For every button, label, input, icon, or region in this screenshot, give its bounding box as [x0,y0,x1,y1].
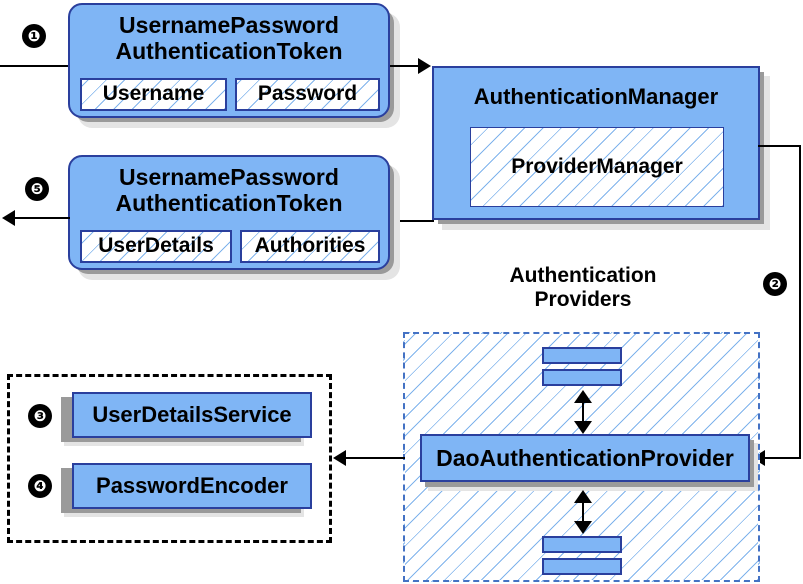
provider-placeholder-bar-bottom-1 [542,536,622,553]
response-token-title: UsernamePassword AuthenticationToken [70,164,388,217]
request-token-username-field[interactable]: Username [80,78,227,111]
outgoing-response-line [14,217,70,219]
manager-right-connector-vertical [799,145,801,458]
response-token-box[interactable]: UsernamePassword AuthenticationToken Use… [68,155,390,270]
step-marker-4: ❹ [28,474,52,498]
response-token-title-line1: UsernamePassword [119,164,339,190]
password-encoder-box[interactable]: PasswordEncoder [72,463,312,509]
request-token-password-field[interactable]: Password [235,78,380,111]
password-encoder-label: PasswordEncoder [96,473,288,499]
response-token-userdetails-field[interactable]: UserDetails [80,230,232,263]
response-token-userdetails-label: UserDetails [98,234,214,258]
request-token-title: UsernamePassword AuthenticationToken [70,12,388,65]
user-details-service-box[interactable]: UserDetailsService [72,392,312,438]
provider-link-arrow-bottom-up [574,490,592,503]
authentication-providers-caption: Authentication Providers [470,264,696,311]
step-marker-1: ❶ [22,24,46,48]
provider-placeholder-bar-top-1 [542,347,622,364]
manager-to-response-line [388,220,434,222]
request-token-title-line1: UsernamePassword [119,12,339,38]
user-details-service-label: UserDetailsService [92,402,292,428]
provider-link-arrow-top-down [574,421,592,434]
request-token-title-line2: AuthenticationToken [115,37,343,64]
token-to-manager-arrowhead [418,58,431,74]
provider-link-line-top [582,394,584,428]
provider-manager-box[interactable]: ProviderManager [470,127,724,207]
provider-to-services-arrowhead [333,450,346,466]
response-token-authorities-label: Authorities [254,234,366,258]
response-token-authorities-field[interactable]: Authorities [240,230,380,263]
provider-placeholder-bar-bottom-2 [542,558,622,575]
dao-provider-label: DaoAuthenticationProvider [436,444,734,471]
step-marker-2: ❷ [763,272,787,296]
outgoing-response-arrowhead [2,210,15,226]
dao-provider-box[interactable]: DaoAuthenticationProvider [420,434,750,482]
token-to-manager-line [390,65,420,67]
request-token-password-label: Password [257,82,358,106]
step-marker-5: ❺ [25,177,49,201]
authentication-providers-caption-line2: Providers [534,287,632,311]
response-token-title-line2: AuthenticationToken [115,189,343,216]
authentication-providers-caption-line1: Authentication [509,264,657,287]
step-marker-3: ❸ [28,404,52,428]
provider-to-services-line [345,457,405,459]
provider-link-arrow-top-up [574,390,592,403]
auth-manager-box[interactable]: AuthenticationManager ProviderManager [432,66,760,220]
request-token-username-label: Username [102,82,205,106]
provider-placeholder-bar-top-2 [542,369,622,386]
manager-right-connector-top [758,145,801,147]
auth-manager-label: AuthenticationManager [473,84,719,109]
provider-link-arrow-bottom-down [574,521,592,534]
request-token-box[interactable]: UsernamePassword AuthenticationToken Use… [68,3,390,118]
provider-manager-label: ProviderManager [511,154,683,178]
provider-link-line-bottom [582,494,584,528]
manager-right-connector-bottom [764,457,801,459]
support-services-region [7,374,332,543]
incoming-request-line [0,65,70,67]
